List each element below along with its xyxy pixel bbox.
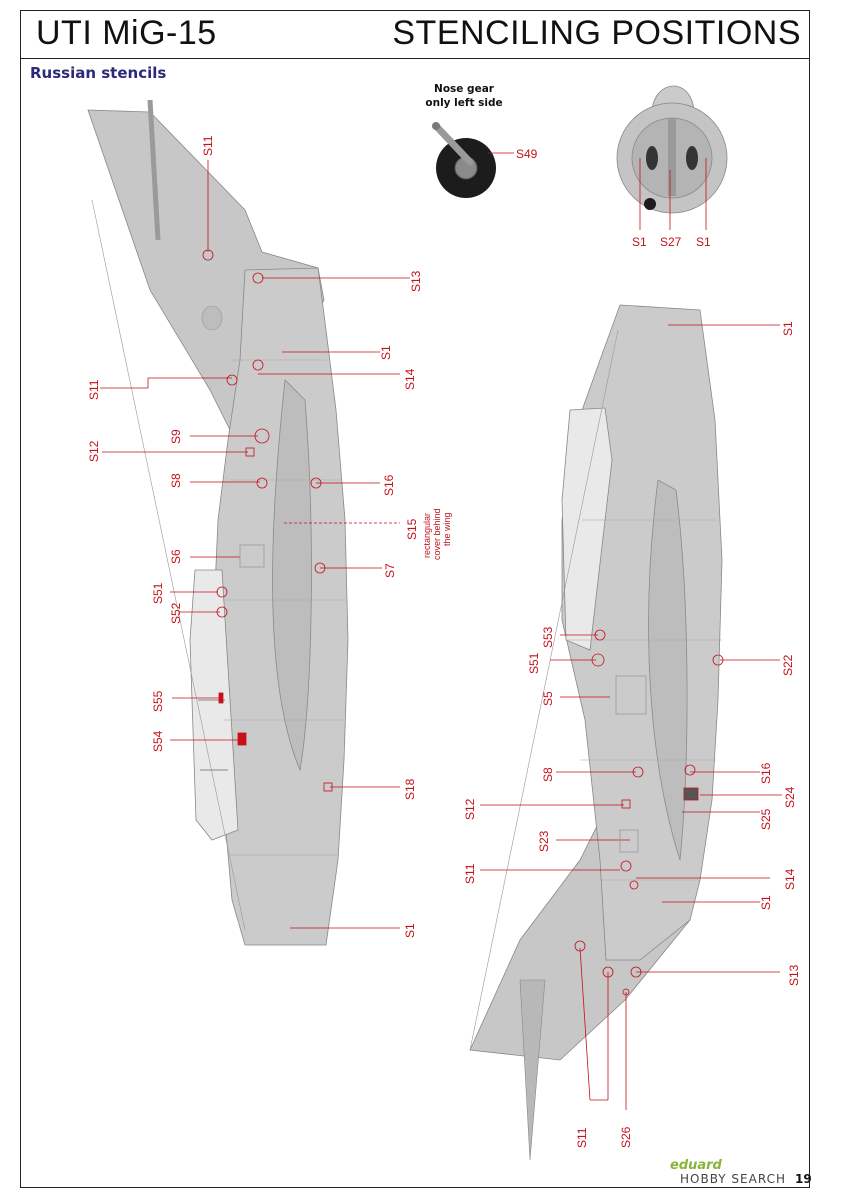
label-s24-bottom: S24 [783, 786, 797, 808]
label-s11b-bottom: S11 [575, 1127, 589, 1148]
aircraft-title: UTI MiG-15 [36, 14, 217, 52]
label-s11-bottom: S11 [463, 863, 477, 884]
hobby-search-watermark: HOBBY SEARCH [680, 1172, 786, 1186]
label-s52-top: S52 [169, 602, 183, 624]
label-s26-bottom: S26 [619, 1126, 633, 1148]
bottom-view-aircraft [469, 304, 723, 1161]
bottom-view-markers [574, 629, 724, 996]
top-view-callouts [100, 160, 410, 929]
label-s22-bottom: S22 [781, 654, 795, 676]
label-s13-top: S13 [409, 270, 423, 292]
s15-note-line2: cover behind [432, 508, 442, 560]
label-s55-top: S55 [151, 690, 165, 712]
label-s1-top: S1 [379, 345, 393, 360]
label-s1b-bottom: S1 [759, 895, 773, 910]
eduard-logo: eduard [670, 1158, 722, 1173]
header-divider [20, 58, 810, 59]
s15-note-line3: the wing [442, 512, 452, 546]
label-s54-top: S54 [151, 730, 165, 752]
label-s11-top: S11 [201, 135, 215, 156]
label-s51-top: S51 [151, 582, 165, 604]
page-frame [20, 10, 810, 1188]
label-s1-bottom: S1 [781, 321, 795, 336]
section-title: STENCILING POSITIONS [392, 14, 801, 52]
label-s18-top: S18 [403, 778, 417, 800]
label-s1b-top: S1 [403, 923, 417, 938]
page-number: 19 [795, 1172, 812, 1186]
label-s12-top: S12 [87, 440, 101, 462]
top-view-markers [202, 249, 333, 792]
label-intake-s1-right: S1 [696, 235, 711, 249]
label-s5-bottom: S5 [541, 691, 555, 706]
label-s16-bottom: S16 [759, 762, 773, 784]
label-s12-bottom: S12 [463, 798, 477, 820]
label-s16-top: S16 [382, 474, 396, 496]
stencil-set-subtitle: Russian stencils [30, 64, 167, 82]
label-s14-top: S14 [403, 368, 417, 390]
label-s8-top: S8 [169, 473, 183, 488]
label-s14-bottom: S14 [783, 868, 797, 890]
label-intake-s27: S27 [660, 235, 682, 249]
intake-front-view [616, 85, 728, 230]
nose-gear-note-line1: Nose gear [434, 83, 495, 95]
label-s8-bottom: S8 [541, 767, 555, 782]
label-s11b-top: S11 [87, 379, 101, 400]
label-s9-top: S9 [169, 429, 183, 444]
top-view-aircraft [87, 99, 349, 946]
label-s49: S49 [516, 147, 538, 161]
nose-gear-note-line2: only left side [425, 97, 502, 109]
s15-note-line1: rectangular [422, 513, 432, 558]
label-s6-top: S6 [169, 549, 183, 564]
label-s53-bottom: S53 [541, 626, 555, 648]
label-s25-bottom: S25 [759, 808, 773, 830]
label-s7-top: S7 [383, 563, 397, 578]
label-s51-bottom: S51 [527, 652, 541, 674]
label-s13-bottom: S13 [787, 964, 801, 986]
label-s23-bottom: S23 [537, 830, 551, 852]
label-s15-top: S15 [405, 518, 419, 540]
nose-gear-wheel [432, 122, 514, 198]
bottom-view-callouts [480, 324, 782, 1110]
label-intake-s1-left: S1 [632, 235, 647, 249]
